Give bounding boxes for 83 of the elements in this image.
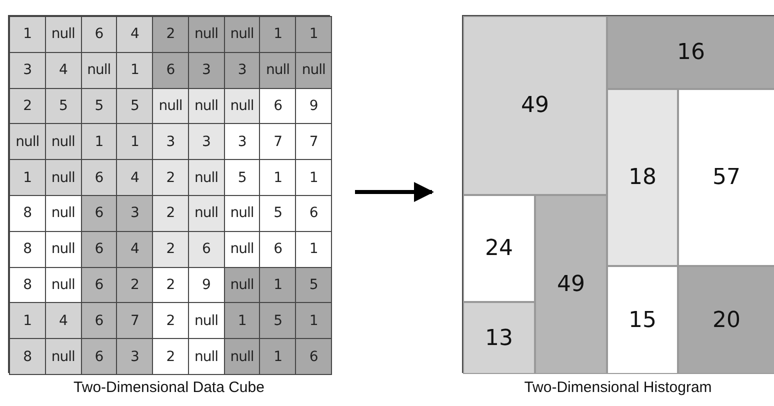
table-cell: 6	[80, 16, 118, 53]
histogram-area	[462, 15, 774, 373]
table-cell: null	[295, 52, 332, 89]
count-value: 49	[521, 93, 549, 118]
table-cell: 3	[188, 52, 225, 89]
table-cell: 4	[44, 52, 82, 89]
table-cell: 2	[152, 230, 189, 268]
table-cell: 2	[152, 195, 189, 232]
node-label: Two-Dimensional Data Cube	[74, 379, 264, 396]
arrow	[355, 182, 434, 202]
table-cell: 7	[116, 302, 154, 340]
table-cell: null	[44, 123, 82, 160]
table-cell: 1	[9, 159, 46, 196]
table-cell: null	[152, 88, 189, 124]
table-cell: 6	[80, 195, 118, 232]
data-grid	[8, 15, 330, 373]
table-cell: 1	[295, 16, 332, 53]
table-cell: null	[44, 338, 82, 375]
table-cell: 5	[44, 88, 82, 124]
table-cell: 1	[259, 16, 296, 53]
count-value: 24	[485, 236, 513, 261]
histogram-region	[678, 89, 774, 266]
table-cell: 2	[116, 266, 154, 304]
table-cell: null	[188, 195, 225, 232]
table-cell: null	[188, 159, 225, 196]
table-cell: 1	[259, 338, 296, 375]
histogram-region	[607, 266, 678, 374]
table-cell: 4	[44, 302, 82, 340]
count-value: 18	[628, 165, 656, 190]
table-cell: null	[224, 16, 260, 53]
table-cell: 1	[116, 123, 154, 160]
table-cell: 2	[152, 16, 189, 53]
table-cell: 4	[116, 230, 154, 268]
count-value: 15	[628, 308, 656, 332]
table-cell: 6	[152, 52, 189, 89]
table-cell: 6	[188, 230, 225, 268]
histogram-region	[678, 266, 774, 374]
table-cell: 1	[295, 302, 332, 340]
table-cell: 1	[80, 123, 118, 160]
table-cell: 3	[188, 123, 225, 160]
table-cell: 8	[9, 338, 46, 375]
table-cell: null	[188, 16, 225, 53]
table-cell: null	[9, 123, 46, 160]
table-cell: 6	[80, 302, 118, 340]
count-value: 57	[712, 165, 740, 190]
table-cell: 1	[116, 52, 154, 89]
table-cell: 3	[152, 123, 189, 160]
count-value: 13	[485, 326, 513, 350]
table-cell: 3	[116, 195, 154, 232]
table-cell: 1	[9, 16, 46, 53]
histogram-region	[463, 195, 535, 302]
table-cell: null	[44, 16, 82, 53]
table-cell: 5	[259, 302, 296, 340]
table-cell: 3	[9, 52, 46, 89]
table-cell: null	[80, 52, 118, 89]
histogram-region	[607, 89, 678, 266]
table-cell: 4	[116, 159, 154, 196]
node-label: Two-Dimensional Histogram	[524, 379, 712, 396]
table-cell: 5	[116, 88, 154, 124]
table-cell: 6	[80, 159, 118, 196]
histogram-region	[463, 302, 535, 374]
table-cell: 3	[224, 52, 260, 89]
table-cell: 6	[80, 338, 118, 375]
table-cell: null	[259, 52, 296, 89]
histogram-region	[607, 16, 774, 89]
histogram-region	[463, 16, 607, 195]
table-cell: 6	[295, 338, 332, 375]
table-cell: 1	[259, 266, 296, 304]
table-cell: 1	[9, 302, 46, 340]
table-cell: 4	[116, 16, 154, 53]
count-value: 16	[677, 40, 705, 65]
table-cell: 6	[80, 230, 118, 268]
table-cell: null	[44, 159, 82, 196]
table-cell: 2	[152, 159, 189, 196]
count-value: 20	[712, 308, 740, 332]
histogram-region	[535, 195, 607, 374]
table-cell: null	[188, 88, 225, 124]
count-value: 49	[557, 272, 585, 297]
table-cell: 5	[295, 266, 332, 304]
table-cell: 3	[116, 338, 154, 375]
table-cell: 2	[9, 88, 46, 124]
table-cell: null	[224, 338, 260, 375]
table-cell: 1	[224, 302, 260, 340]
